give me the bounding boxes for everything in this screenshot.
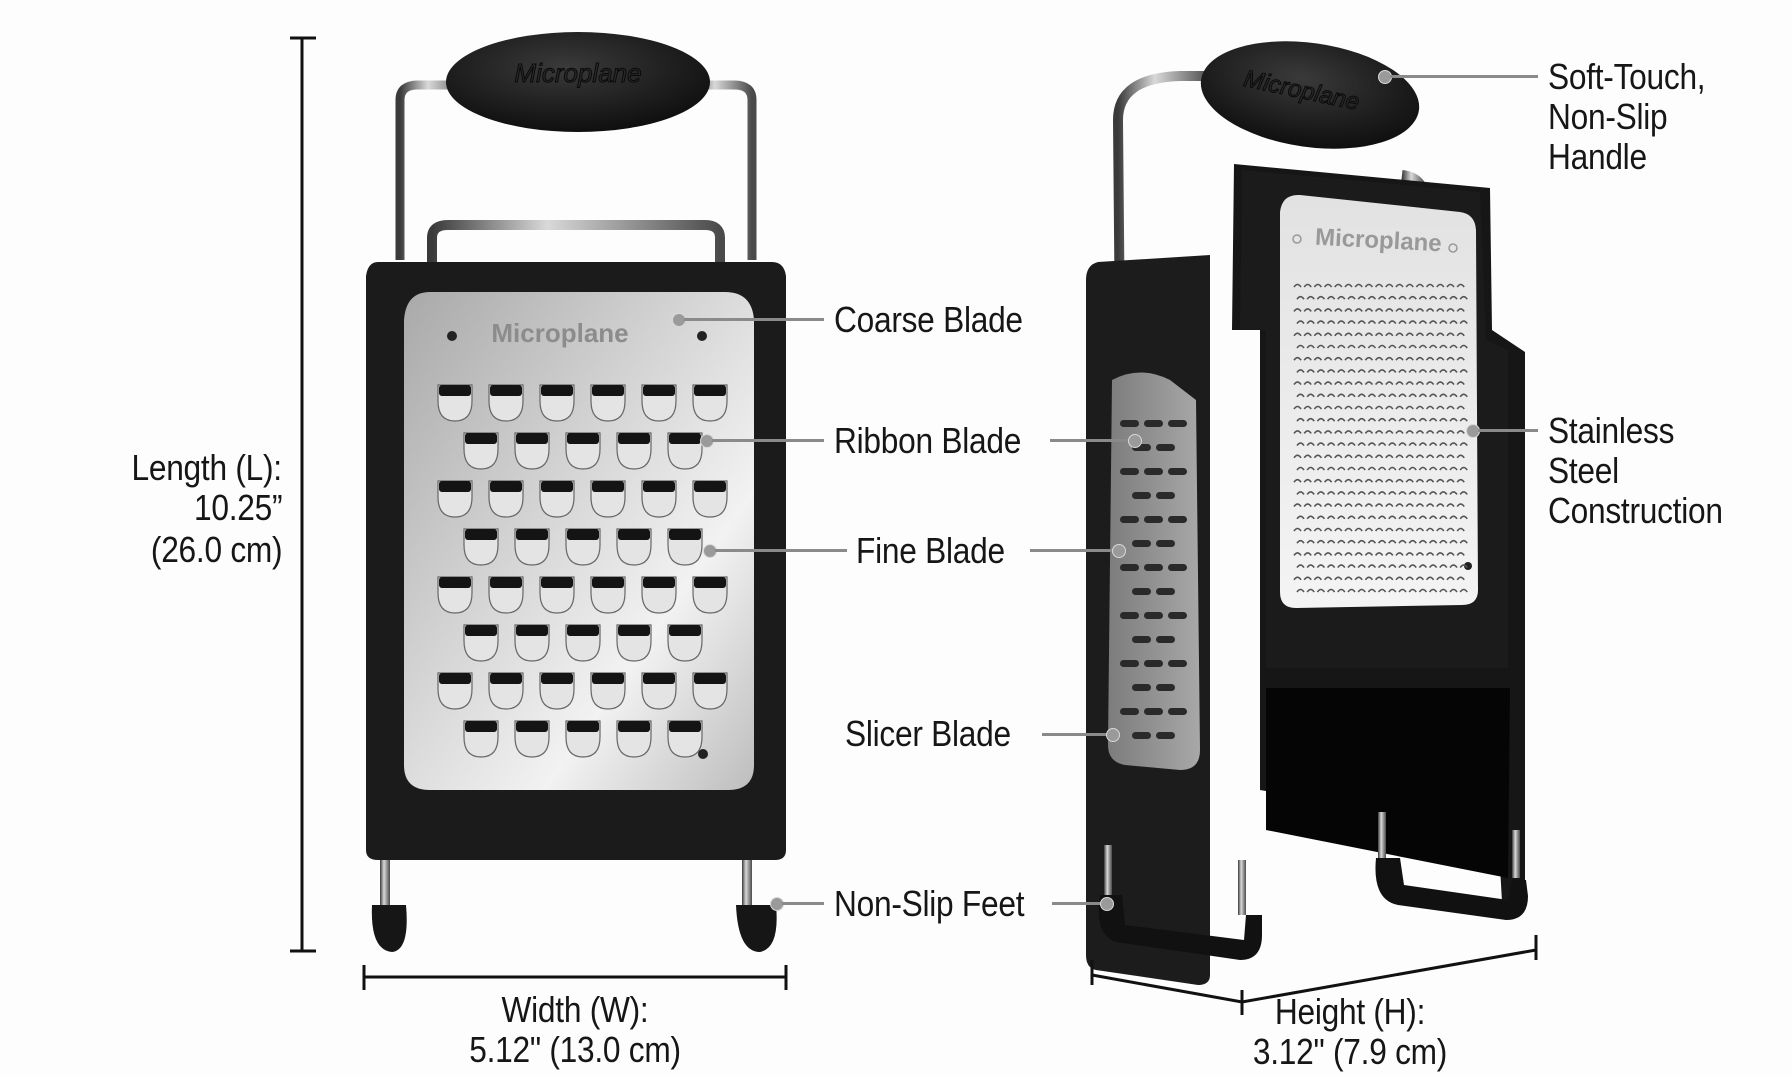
construction-leader: [1478, 429, 1538, 432]
slicer-blade-marker: [1106, 728, 1120, 742]
coarse-blade-label: Coarse Blade: [834, 299, 1023, 340]
height-label: Height (H):: [1274, 991, 1426, 1032]
coarse-blade-leader: [684, 318, 824, 321]
ribbon-blade-marker-side: [1128, 434, 1142, 448]
handle-label-line3: Handle: [1548, 136, 1647, 177]
fine-blade-marker-side: [1112, 544, 1126, 558]
width-value: 5.12" (13.0 cm): [469, 1029, 681, 1070]
height-dimension-line: [1090, 935, 1538, 1015]
length-value-in: 10.25”: [193, 487, 283, 528]
length-value-cm: (26.0 cm): [150, 529, 283, 570]
height-value: 3.12" (7.9 cm): [1252, 1031, 1448, 1072]
handle-leader: [1390, 75, 1538, 78]
feet-marker-side: [1100, 897, 1114, 911]
plate-logo: Microplane: [491, 318, 628, 348]
feet-leader-left: [782, 902, 824, 905]
coarse-grate-holes: [437, 283, 1468, 758]
length-label: Length (L):: [131, 447, 283, 488]
construction-label-line1: Stainless: [1548, 410, 1675, 451]
non-slip-feet-label: Non-Slip Feet: [834, 883, 1025, 924]
handle-logo: Microplane: [514, 58, 641, 88]
svg-text:Microplane: Microplane: [1314, 224, 1442, 258]
slicer-blade-label: Slicer Blade: [845, 713, 1011, 754]
width-label: Width (W):: [501, 989, 649, 1030]
construction-label-line2: Steel: [1548, 450, 1619, 491]
ribbon-blade-leader-right: [1050, 439, 1130, 442]
construction-label-line3: Construction: [1548, 490, 1723, 531]
slicer-blade-leader: [1042, 733, 1108, 736]
ribbon-blade-label: Ribbon Blade: [834, 420, 1022, 461]
handle-label-line1: Soft-Touch,: [1548, 56, 1706, 97]
fine-blade-leader-right: [1030, 549, 1114, 552]
fine-blade-leader-left: [715, 549, 847, 552]
handle-label-line2: Non-Slip: [1548, 96, 1668, 137]
length-dimension-line: [290, 36, 316, 953]
feet-leader-right: [1052, 902, 1102, 905]
width-dimension-line: [362, 965, 788, 990]
ribbon-blade-leader-left: [712, 439, 824, 442]
grater-three-quarter-view: Microplane Microplane: [1086, 41, 1528, 985]
fine-blade-label: Fine Blade: [856, 530, 1005, 571]
